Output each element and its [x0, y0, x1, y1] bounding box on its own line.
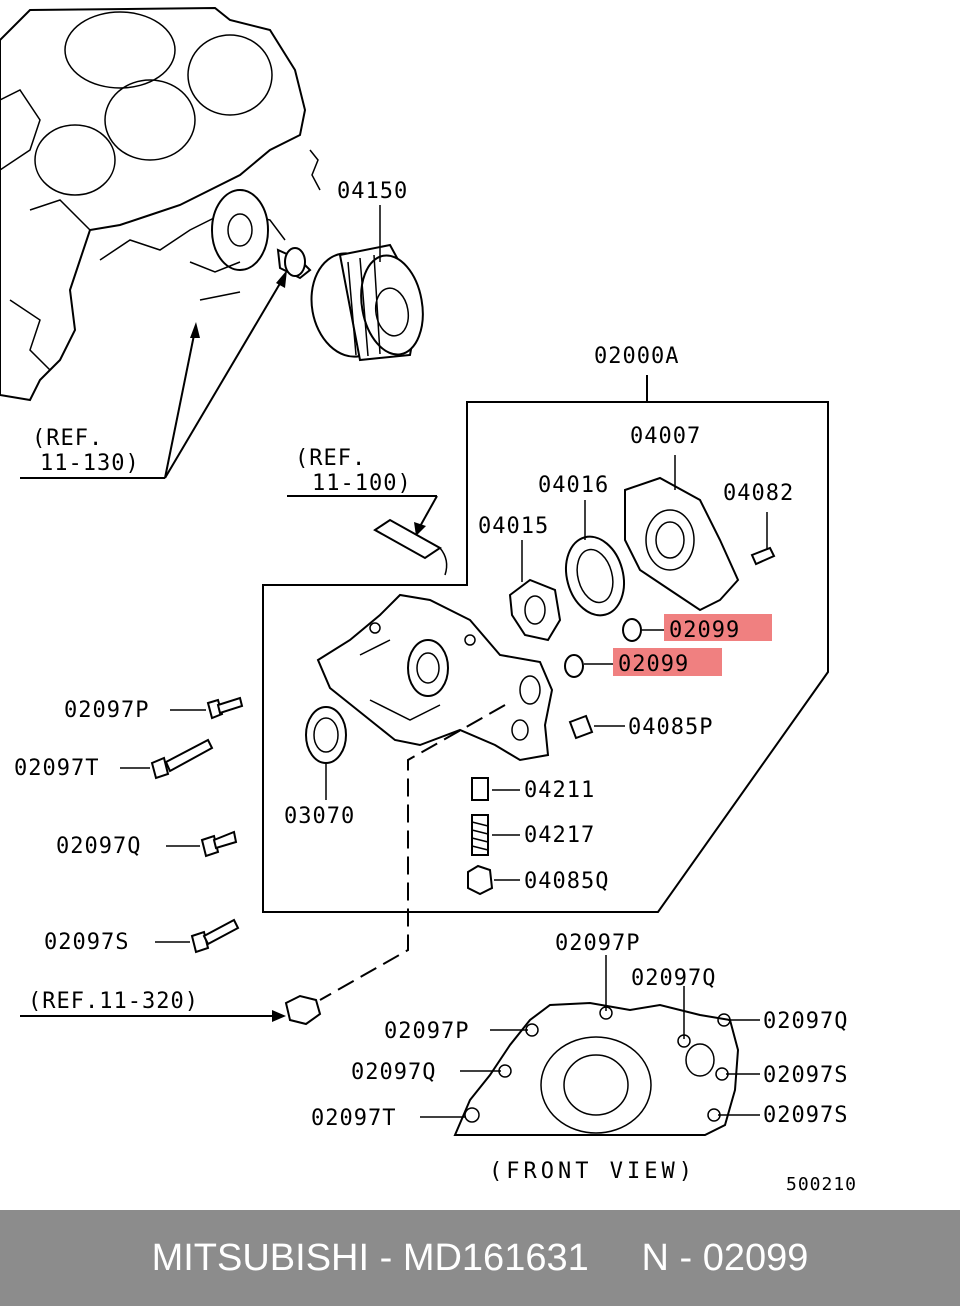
label-front-view-caption: (FRONT VIEW): [489, 1159, 696, 1184]
bolt-02097p-drawing: [170, 696, 244, 720]
o-ring-02099-a-drawing: [622, 618, 665, 642]
label-ref-11-100-b: 11-100): [312, 471, 412, 496]
engine-block-drawing: [0, 6, 321, 402]
footer-bar: MITSUBISHI - MD161631 N - 02099: [0, 1210, 960, 1306]
inner-rotor-drawing: [508, 540, 562, 642]
oil-filter-drawing: [310, 205, 424, 362]
label-02000A: 02000A: [594, 344, 679, 369]
label-front-left-t: 02097T: [311, 1106, 396, 1131]
drawing-number: 500210: [786, 1174, 857, 1195]
pump-cover-drawing: [624, 455, 740, 612]
label-04007: 04007: [630, 424, 701, 449]
label-04016: 04016: [538, 473, 609, 498]
plunger-04211-drawing: [471, 777, 520, 801]
label-ref-11-100-a: (REF.: [295, 446, 366, 471]
label-front-top-p: 02097P: [555, 931, 640, 956]
label-02099-b: 02099: [618, 652, 689, 677]
label-04015: 04015: [478, 514, 549, 539]
pipe-plug-drawing: [276, 247, 312, 280]
label-front-right-s2: 02097S: [763, 1103, 848, 1128]
label-04085Q: 04085Q: [524, 869, 609, 894]
label-front-left-q: 02097Q: [351, 1060, 436, 1085]
label-04150: 04150: [337, 179, 408, 204]
oil-pump-case-drawing: [316, 593, 554, 762]
label-front-top-q: 02097Q: [631, 966, 716, 991]
label-03070: 03070: [284, 804, 355, 829]
assembly-frame: [262, 375, 829, 913]
label-ref-11-130-b: 11-130): [40, 451, 140, 476]
label-front-right-s1: 02097S: [763, 1063, 848, 1088]
parts-diagram: 04150 (REF. 11-130) 02000A (REF. 11-100)…: [0, 6, 857, 1195]
ref-11-320-leader: [20, 704, 506, 1026]
label-04211: 04211: [524, 778, 595, 803]
bolt-02097q-drawing: [166, 830, 238, 858]
o-ring-02099-b-drawing: [564, 654, 614, 678]
label-ref-11-320: (REF.11-320): [28, 989, 199, 1014]
bolt-02097t-drawing: [120, 738, 214, 780]
spring-04217-drawing: [471, 814, 520, 856]
plug-04085q-drawing: [467, 864, 520, 896]
label-02097T: 02097T: [14, 756, 99, 781]
footer-part-info: MITSUBISHI - MD161631 N - 02099: [151, 1236, 809, 1279]
bolt-02097s-drawing: [155, 918, 240, 954]
plug-04085p-drawing: [568, 714, 625, 740]
label-ref-11-130-a: (REF.: [32, 426, 103, 451]
label-front-left-p: 02097P: [384, 1019, 469, 1044]
outer-rotor-drawing: [565, 500, 625, 617]
label-02097Q: 02097Q: [56, 834, 141, 859]
ref-11-130-leader: [20, 270, 287, 479]
oil-seal-03070-drawing: [305, 706, 347, 800]
bolt-04082-drawing: [750, 512, 776, 566]
label-04217: 04217: [524, 823, 595, 848]
label-04082: 04082: [723, 481, 794, 506]
label-04085P: 04085P: [628, 715, 713, 740]
sealant-tube-drawing: [287, 495, 448, 576]
highlight-02099-a: [664, 614, 772, 641]
label-02097S: 02097S: [44, 930, 129, 955]
label-02099-a: 02099: [669, 618, 740, 643]
front-view-drawing: [420, 955, 760, 1136]
label-02097P: 02097P: [64, 698, 149, 723]
highlight-02099-b: [613, 648, 722, 676]
label-front-right-q: 02097Q: [763, 1009, 848, 1034]
